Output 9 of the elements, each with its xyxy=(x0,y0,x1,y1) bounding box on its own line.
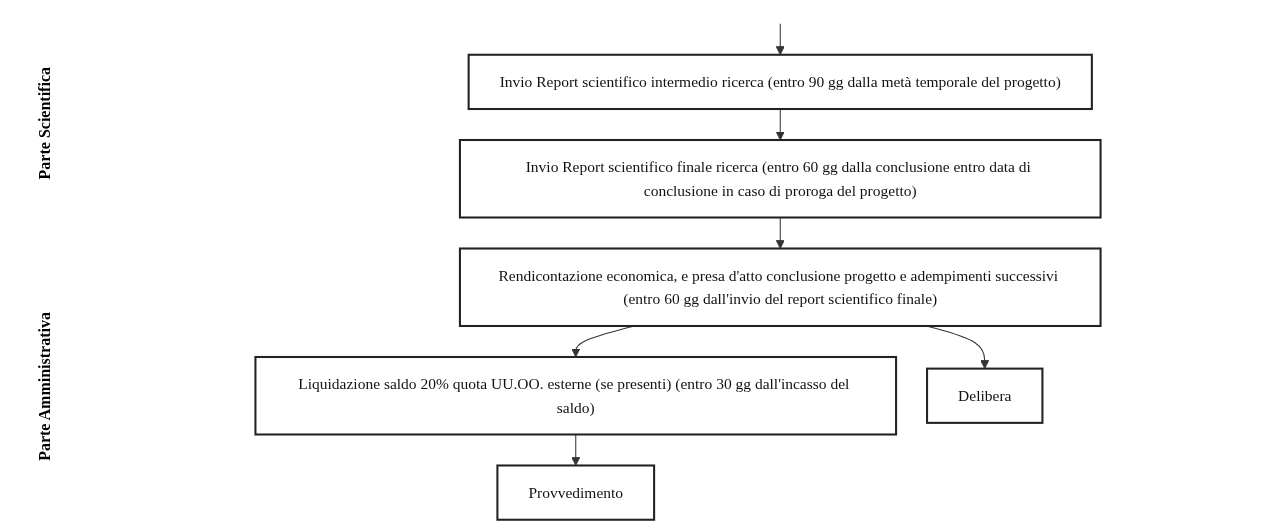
node-box: Invio Report scientifico finale ricerca (entro 60 gg dalla conclusione entro data di conclusione in caso di proroga del progetto) xyxy=(458,138,1102,219)
node-box: Liquidazione saldo 20% quota UU.OO. esterne (se presenti) (entro 30 gg dall'incasso del saldo) xyxy=(254,355,898,436)
node-box: Rendicontazione economica, e presa d'atto conclusione progetto e adempimenti successivi (entro 60 gg dall'invio del report scientifico finale) xyxy=(458,247,1102,328)
node-box: Provvedimento xyxy=(496,464,656,521)
node-box: Invio Report scientifico intermedio ricerca (entro 90 gg dalla metà temporale del progetto) xyxy=(467,53,1093,111)
section-label: Parte Scientifica xyxy=(36,66,54,180)
section-label: Parte Amministrativa xyxy=(36,312,54,462)
node-box: Delibera xyxy=(926,367,1044,424)
arrow xyxy=(775,217,785,249)
